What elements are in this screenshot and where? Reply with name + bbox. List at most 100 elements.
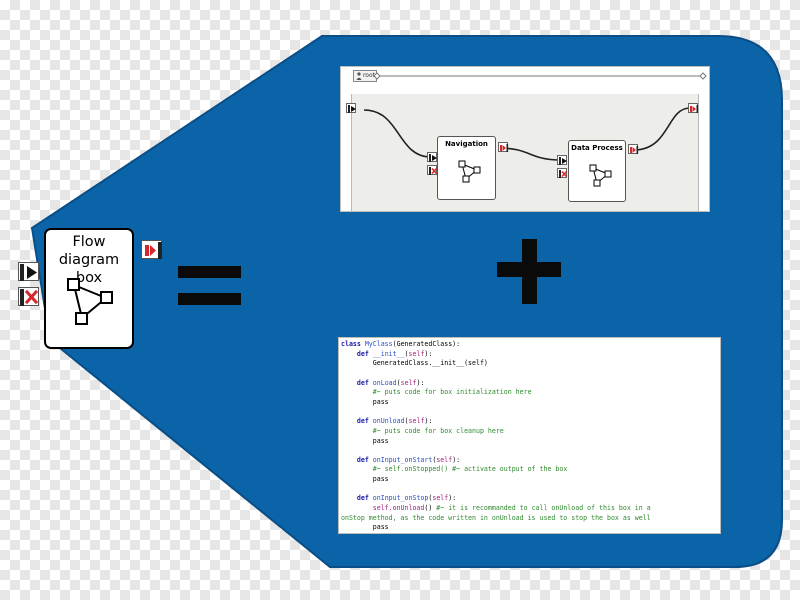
play-input-icon: [429, 154, 437, 162]
code-line: def __init__(self):: [341, 350, 432, 359]
code-token: [341, 388, 373, 396]
code-token: self: [408, 349, 425, 358]
canvas-output-port[interactable]: [688, 103, 699, 113]
data-process-stop-port[interactable]: [557, 168, 568, 178]
code-line: self.onUnload() #~ it is recommanded to …: [341, 504, 651, 513]
timeline-bar: [373, 72, 707, 80]
navigation-node-label: Navigation: [445, 140, 488, 148]
code-token: pass: [341, 475, 389, 484]
data-process-node[interactable]: Data Process: [568, 140, 626, 202]
code-line: def onInput_onStop(self):: [341, 494, 456, 503]
flow-diagram-box[interactable]: Flow diagram box: [44, 228, 134, 349]
navigation-stop-port[interactable]: [427, 165, 438, 175]
code-token: ):: [448, 494, 457, 503]
play-input-icon: [559, 157, 567, 165]
canvas-input-port[interactable]: [346, 103, 356, 113]
code-line: GeneratedClass.__init__(self): [341, 359, 488, 368]
code-token: ):: [424, 349, 433, 358]
red-output-icon: [145, 242, 162, 259]
code-token: def: [356, 378, 373, 387]
code-line: onStop method, as the code written in on…: [341, 514, 651, 523]
code-token: onLoad: [372, 378, 397, 387]
navigation-output-port[interactable]: [498, 142, 509, 152]
input-play-port[interactable]: [18, 262, 39, 281]
code-token: pass: [341, 397, 389, 406]
connection-dataprocess-to-out: [635, 107, 691, 151]
code-token: (: [396, 378, 401, 387]
red-output-icon: [690, 105, 699, 113]
data-process-input-port[interactable]: [557, 155, 567, 165]
code-token: __init__: [372, 349, 405, 358]
flow-box-title-line1: Flow diagram: [58, 234, 120, 268]
code-token: onUnload: [372, 417, 405, 426]
code-token: def: [356, 417, 373, 426]
flow-canvas[interactable]: Navigation: [346, 94, 699, 211]
code-token: [341, 379, 357, 387]
code-token: def: [356, 494, 373, 503]
red-x-stop-icon: [20, 289, 39, 306]
red-output-icon: [500, 144, 509, 152]
code-token: self: [432, 494, 449, 503]
code-editor-panel[interactable]: class MyClass(GeneratedClass): def __ini…: [338, 337, 721, 534]
flow-box-title-line2: box: [75, 270, 103, 286]
flow-connections: [363, 107, 691, 161]
data-process-output-port[interactable]: [628, 144, 639, 154]
red-x-stop-icon: [559, 170, 568, 178]
code-token: GeneratedClass.__init__(self): [341, 359, 488, 368]
code-token: (: [428, 494, 433, 503]
code-token: (: [404, 417, 409, 426]
code-token: onStop method, as the code written in on…: [341, 513, 651, 522]
code-token: #~ puts code for box cleanup here: [372, 426, 504, 435]
code-token: [341, 456, 357, 464]
flow-editor-screenshot: root Navigation: [340, 66, 710, 212]
code-token: self: [408, 417, 425, 426]
code-token: [341, 504, 373, 512]
code-token: self: [400, 378, 417, 387]
code-token: self: [436, 455, 453, 464]
code-line: pass: [341, 523, 389, 532]
code-token: (: [404, 349, 409, 358]
code-line: pass: [341, 437, 389, 446]
code-token: #~ it is recommanded to call onUnload of…: [436, 504, 651, 513]
equals-bar-bottom: [178, 293, 241, 305]
navigation-node[interactable]: Navigation: [437, 136, 496, 200]
code-token: [341, 465, 373, 473]
code-token: (): [424, 504, 437, 513]
code-token: ):: [416, 378, 425, 387]
code-line: #~ self.onStopped() #~ activate output o…: [341, 465, 568, 474]
code-token: self.onUnload: [372, 504, 425, 513]
play-input-icon: [20, 264, 37, 281]
output-port[interactable]: [141, 240, 162, 259]
red-x-stop-icon: [429, 167, 438, 175]
code-token: [341, 494, 357, 502]
root-tab[interactable]: root: [353, 70, 377, 82]
code-token: onInput_onStart: [372, 455, 433, 464]
root-tab-label: root: [362, 72, 375, 79]
stop-port[interactable]: [18, 287, 39, 306]
flow-graph-icon: [589, 164, 612, 187]
code-token: pass: [341, 523, 389, 532]
code-line: pass: [341, 475, 389, 484]
play-input-icon: [348, 105, 356, 113]
code-token: def: [356, 455, 373, 464]
code-token: [341, 350, 357, 358]
code-token: #~ puts code for box initialization here: [372, 388, 532, 397]
code-token: onInput_onStop: [372, 494, 429, 503]
flow-graph-icon: [458, 160, 481, 183]
code-token: (: [432, 455, 437, 464]
data-process-node-label: Data Process: [571, 144, 623, 152]
code-token: pass: [341, 436, 389, 445]
code-line: #~ puts code for box cleanup here: [341, 427, 504, 436]
navigation-input-port[interactable]: [427, 152, 437, 162]
code-line: #~ puts code for box initialization here: [341, 388, 532, 397]
flow-box-title: Flow diagram box: [46, 233, 132, 287]
code-token: MyClass: [364, 340, 393, 348]
code-line: def onLoad(self):: [341, 378, 425, 388]
code-token: (GeneratedClass):: [392, 340, 461, 348]
code-token: [341, 427, 373, 435]
equals-bar-top: [178, 266, 241, 278]
code-token: ):: [424, 417, 433, 426]
connection-in-to-navigation: [363, 109, 431, 158]
flow-graph-icon: [67, 278, 113, 325]
code-token: class: [341, 340, 365, 348]
